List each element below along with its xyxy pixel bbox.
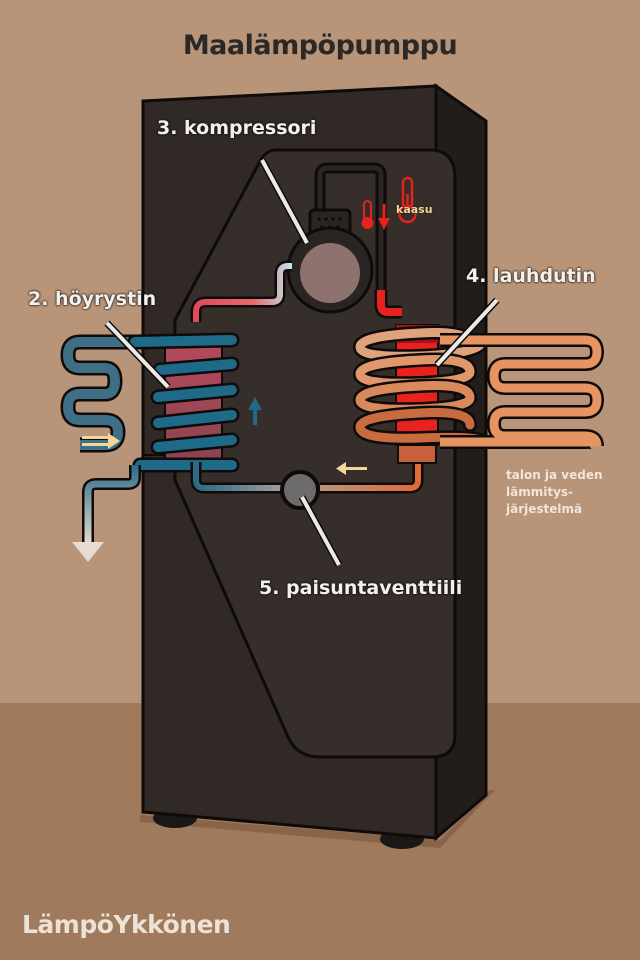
ground-return-pipe bbox=[82, 465, 141, 545]
flow-arrow-up-icon bbox=[248, 397, 262, 425]
label-evaporator: 2. höyrystin bbox=[28, 288, 157, 310]
label-compressor: 3. kompressori bbox=[157, 117, 317, 139]
page-title: Maalämpöpumppu bbox=[182, 30, 458, 61]
label-condenser: 4. lauhdutin bbox=[466, 265, 596, 287]
label-expansion-valve: 5. paisuntaventtiili bbox=[259, 577, 463, 599]
expansion-valve bbox=[280, 470, 320, 510]
thermometer-icon-small bbox=[361, 200, 374, 229]
thermometer-icon-large bbox=[398, 176, 417, 224]
brand-logo: LämpöYkkönen bbox=[22, 910, 231, 939]
evaporator-coil bbox=[127, 332, 240, 473]
flow-arrow-down-icon bbox=[378, 204, 390, 230]
cabinet-floor-shadow bbox=[140, 790, 495, 848]
flow-arrow-left-icon bbox=[336, 462, 367, 475]
heating-system-note: talon ja veden lämmitys- järjestelmä bbox=[506, 468, 603, 516]
gas-label: kaasu bbox=[396, 203, 433, 216]
ground-return-arrow-icon bbox=[72, 542, 104, 562]
ground-inflow-arrow-icon bbox=[82, 433, 120, 449]
